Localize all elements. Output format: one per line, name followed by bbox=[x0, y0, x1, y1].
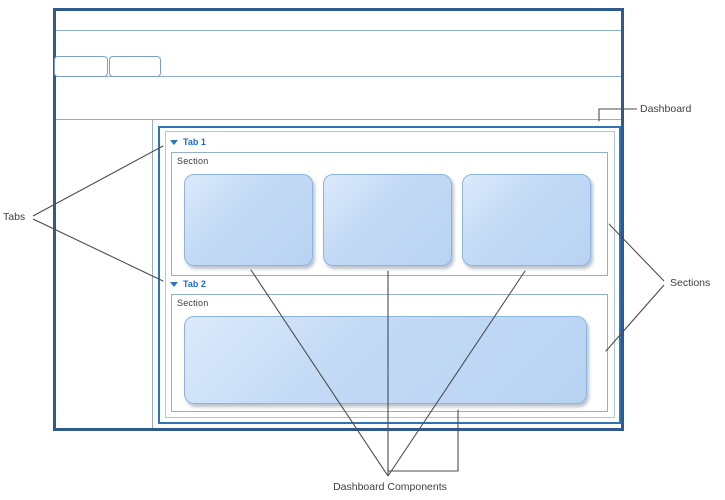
browser-tab-1[interactable] bbox=[54, 56, 108, 77]
left-panel-divider bbox=[152, 119, 153, 428]
sections-callout-label: Sections bbox=[670, 277, 711, 289]
dashboard-component-1[interactable] bbox=[184, 174, 313, 266]
dashboard-tab-1-toggle[interactable]: Tab 1 bbox=[170, 136, 206, 148]
dashboard-callout-label: Dashboard bbox=[640, 103, 692, 115]
dashboard-tab-2-label: Tab 2 bbox=[183, 279, 206, 289]
browser-tab-2[interactable] bbox=[109, 56, 161, 77]
collapse-triangle-icon bbox=[170, 139, 178, 145]
dashboard-tab-1-label: Tab 1 bbox=[183, 137, 206, 147]
components-callout-label: Dashboard Components bbox=[333, 481, 447, 493]
dashboard-component-2[interactable] bbox=[323, 174, 452, 266]
tab1-section-label: Section bbox=[177, 156, 209, 166]
dashboard-tab-2-toggle[interactable]: Tab 2 bbox=[170, 278, 206, 290]
dashboard-component-4[interactable] bbox=[184, 316, 587, 404]
titlebar-divider-line bbox=[56, 30, 621, 31]
tab2-section-label: Section bbox=[177, 298, 209, 308]
dashboard-component-3[interactable] bbox=[462, 174, 591, 266]
toolbar-divider-line bbox=[56, 119, 621, 120]
tabbar-baseline bbox=[56, 76, 621, 77]
tabs-callout-label: Tabs bbox=[3, 211, 26, 223]
collapse-triangle-icon bbox=[170, 281, 178, 287]
